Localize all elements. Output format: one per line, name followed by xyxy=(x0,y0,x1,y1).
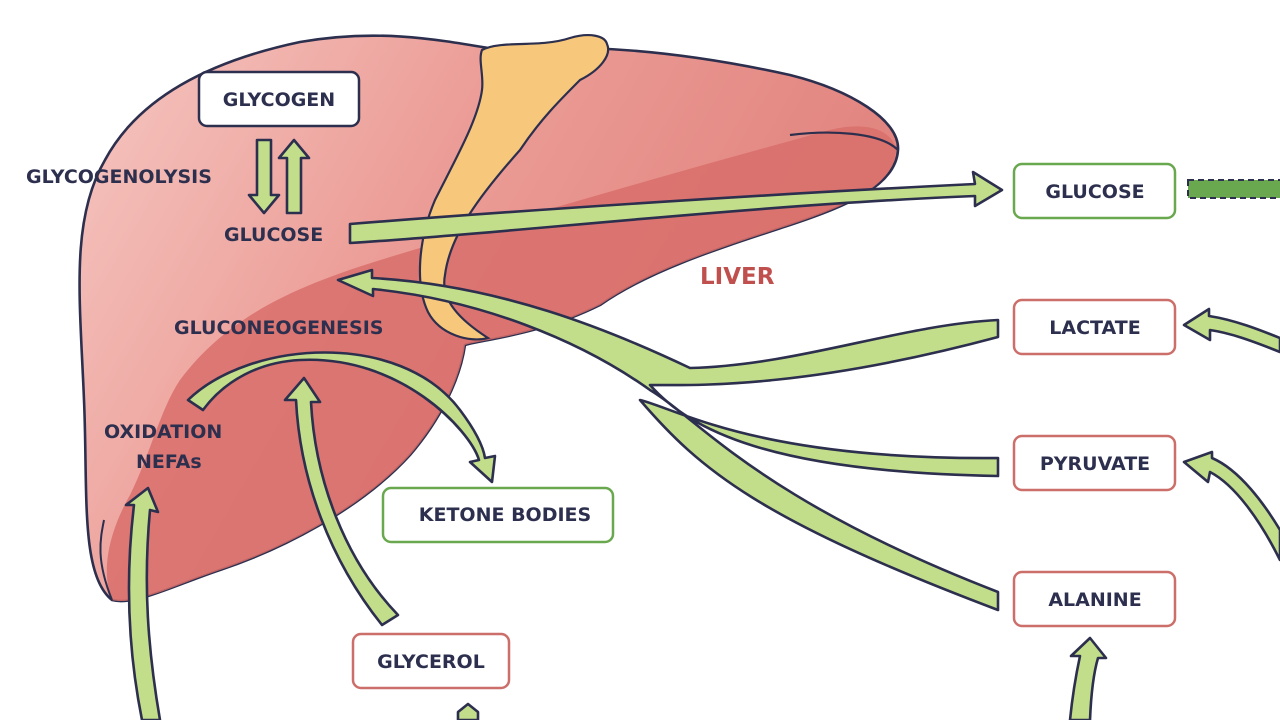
box-glycogen: GLYCOGEN xyxy=(197,70,361,128)
gallbladder xyxy=(418,34,610,341)
arrow-glycerol-in xyxy=(456,702,480,720)
arrow-glucose-out xyxy=(348,170,1004,245)
box-lactate: LACTATE xyxy=(1012,298,1177,356)
label-glucose-inner: GLUCOSE xyxy=(224,224,323,246)
box-glucose-label: GLUCOSE xyxy=(1045,181,1144,203)
box-pyruvate: PYRUVATE xyxy=(1012,434,1177,492)
bloodstream-bar xyxy=(1187,179,1280,199)
liver-edge-line-lower xyxy=(99,519,113,601)
up-arrow xyxy=(277,138,311,215)
box-pyruvate-label: PYRUVATE xyxy=(1040,453,1150,475)
liver-edge-line xyxy=(789,131,899,151)
box-glycogen-label: GLYCOGEN xyxy=(223,89,335,111)
box-glycerol-label: GLYCEROL xyxy=(377,651,485,673)
box-glucose: GLUCOSE xyxy=(1012,162,1177,220)
arrow-lactate-in xyxy=(1182,307,1280,354)
box-alanine: ALANINE xyxy=(1012,570,1177,628)
box-ketone-bodies: KETONE BODIES xyxy=(381,486,615,544)
box-alanine-label: ALANINE xyxy=(1048,589,1141,611)
label-glycogenolysis: GLYCOGENOLYSIS xyxy=(26,166,212,188)
liver-shadow xyxy=(106,126,896,602)
label-oxidation: OXIDATION xyxy=(104,421,222,443)
label-gluconeogenesis: GLUCONEOGENESIS xyxy=(174,317,383,339)
arrow-glycerol xyxy=(283,376,400,627)
box-ketone-bodies-label: KETONE BODIES xyxy=(419,504,591,526)
arrow-lactate-pyruvate-alanine xyxy=(336,268,1000,612)
arrow-pyruvate-in xyxy=(1182,450,1280,562)
box-glycerol: GLYCEROL xyxy=(351,632,511,690)
label-liver: LIVER xyxy=(700,264,775,290)
arrow-ketone-arc xyxy=(186,351,497,484)
arrow-nefas xyxy=(124,486,162,720)
label-nefas: NEFAs xyxy=(136,451,202,473)
box-lactate-label: LACTATE xyxy=(1049,317,1140,339)
down-arrow xyxy=(247,138,281,215)
arrow-alanine-in xyxy=(1068,636,1108,720)
